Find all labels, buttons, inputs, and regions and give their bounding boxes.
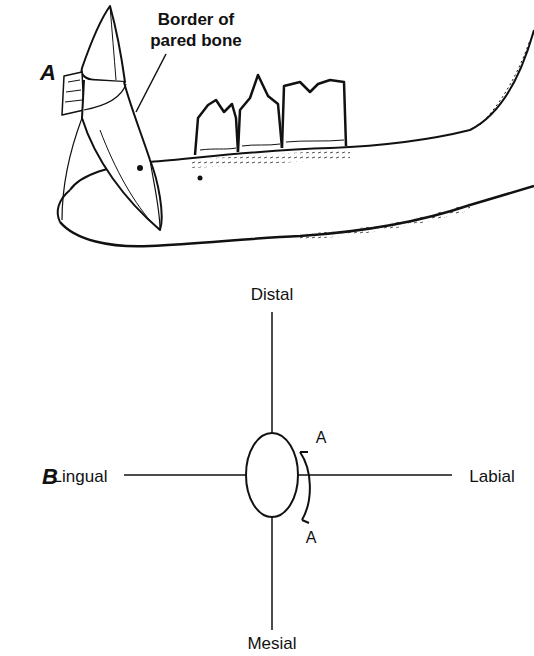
orientation-diagram	[124, 312, 452, 630]
mandible-drawing	[58, 6, 534, 246]
section-mark: A	[306, 527, 317, 548]
tooth-section	[246, 433, 298, 517]
direction-label: Mesial	[247, 633, 296, 654]
callout-label: Border of pared bone	[136, 9, 256, 51]
bracket-tick	[300, 451, 308, 453]
direction-label: Lingual	[53, 466, 108, 487]
direction-label: Distal	[251, 284, 294, 305]
bracket-tick	[302, 520, 309, 523]
leader-line	[136, 54, 166, 112]
bracket-arc	[300, 452, 310, 520]
direction-label: Labial	[469, 466, 514, 487]
panel-letter: A	[40, 62, 56, 83]
section-mark: A	[316, 427, 327, 448]
